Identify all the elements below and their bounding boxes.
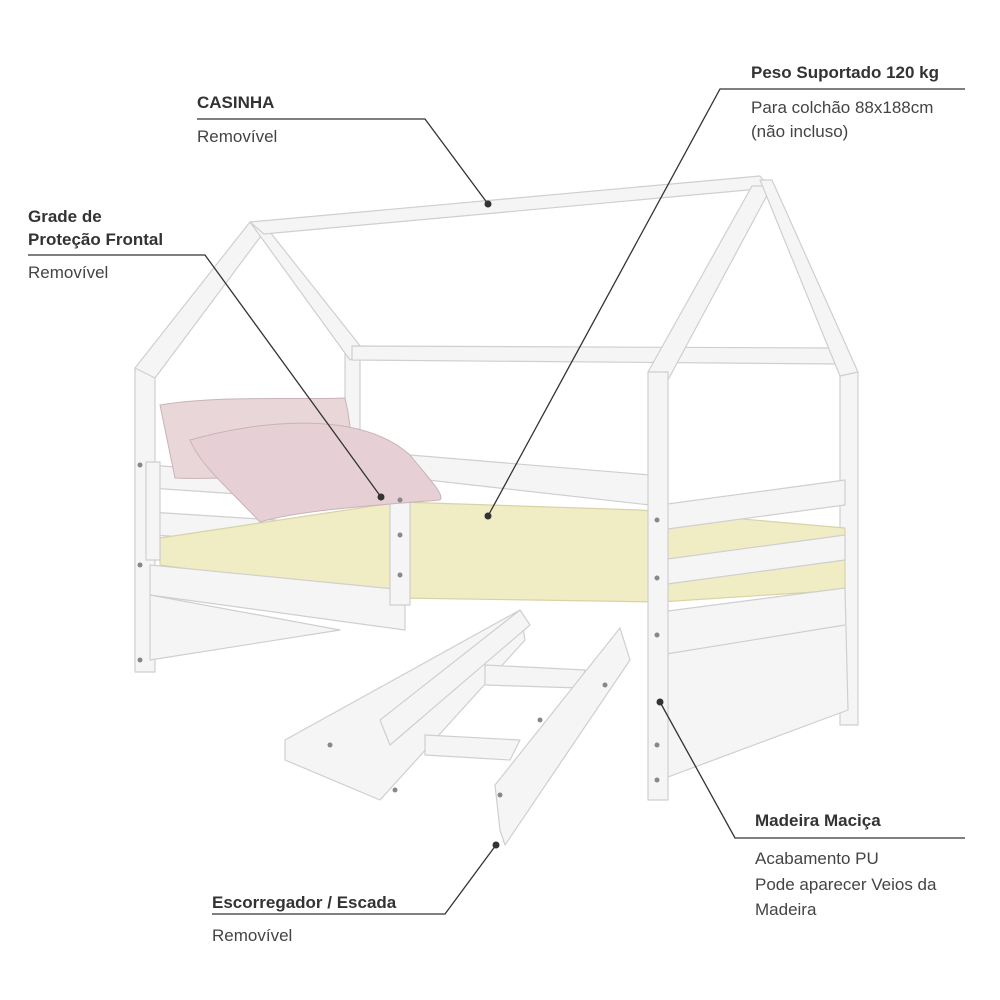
peso-desc-2: (não incluso) <box>751 122 849 141</box>
house-frame <box>134 175 859 846</box>
callout-line-casinha <box>197 118 489 205</box>
madeira-desc-3: Madeira <box>755 900 817 919</box>
madeira-title: Madeira Maciça <box>755 811 881 830</box>
pillows <box>159 397 442 523</box>
callout-dots <box>377 200 664 849</box>
peso-title: Peso Suportado 120 kg <box>751 63 939 82</box>
callout-line-peso <box>487 88 965 517</box>
grade-title-1: Grade de <box>28 207 102 226</box>
grade-title-2: Proteção Frontal <box>28 230 164 249</box>
callout-line-madeira <box>659 701 965 839</box>
grade-desc: Removível <box>28 263 109 282</box>
escorregador-title: Escorregador / Escada <box>212 893 397 912</box>
escorregador-desc: Removível <box>212 926 293 945</box>
callout-lines <box>28 88 965 915</box>
callout-line-grade <box>28 254 382 498</box>
casinha-title: CASINHA <box>197 93 275 112</box>
callout-line-escorregador <box>212 844 497 915</box>
casinha-desc: Removível <box>197 127 278 146</box>
madeira-desc-1: Acabamento PU <box>755 849 879 868</box>
bolt-holes <box>137 462 660 798</box>
peso-desc-1: Para colchão 88x188cm <box>751 98 934 117</box>
madeira-desc-2: Pode aparecer Veios da <box>755 875 937 894</box>
